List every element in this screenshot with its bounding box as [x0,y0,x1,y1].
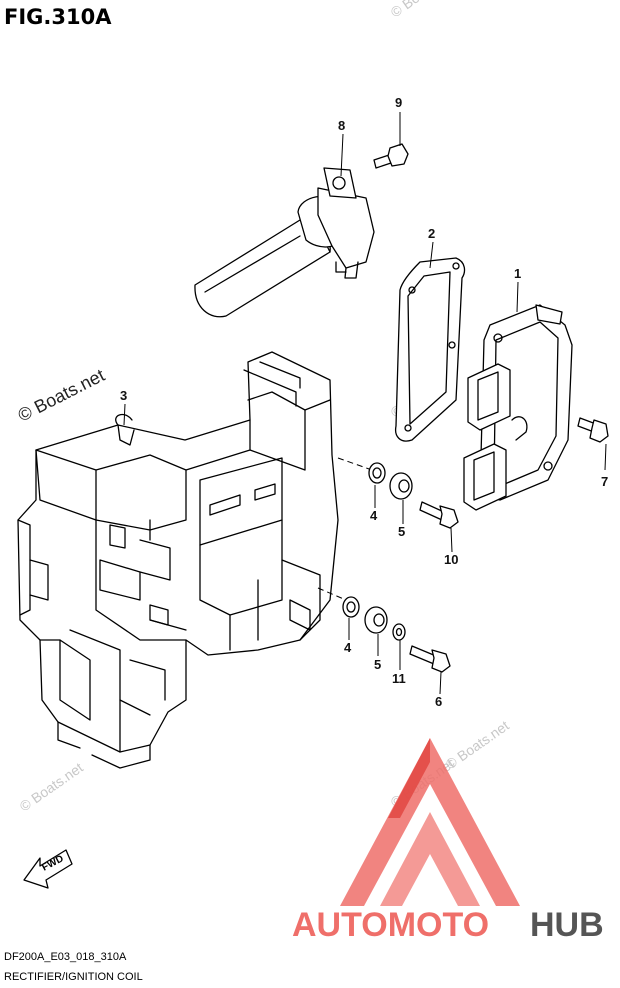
callout-6: 6 [435,694,442,709]
assembly-line-upper [337,457,373,471]
logo-text-automoto: AUTOMOTO [292,906,489,944]
callout-1: 1 [514,266,521,281]
callout-7: 7 [601,474,608,489]
fwd-arrow: FWD [23,849,73,889]
callout-4-upper: 4 [370,508,378,523]
electric-parts-holder [17,351,339,769]
automotohub-logo: AUTOMOTO HUB [292,738,604,944]
logo-text-hub: HUB [530,906,604,944]
rectifier [463,304,573,511]
callout-leaders [123,112,607,695]
grommet-set-upper [368,462,459,529]
bolt-7 [577,417,609,443]
callout-8: 8 [338,118,345,133]
callout-2: 2 [428,226,435,241]
callout-5-lower: 5 [374,657,381,672]
assembly-line-lower [317,587,347,601]
gasket [394,257,466,442]
callout-11: 11 [392,671,406,686]
callout-9: 9 [395,95,402,110]
callout-4-lower: 4 [344,640,352,655]
ignition-coil [194,167,375,318]
bolt-9 [373,143,409,169]
watermark-top: © Boats.net [388,0,457,20]
diagram-caption: RECTIFIER/IGNITION COIL [4,971,143,983]
grommet-set-lower [342,596,451,673]
watermark-bottom-right: © Boats.net [443,717,512,772]
watermark-main: © Boats.net [15,365,108,426]
callout-10: 10 [444,552,458,567]
callout-5-upper: 5 [398,524,405,539]
watermark-bottom-left: © Boats.net [17,759,86,814]
diagram-code: DF200A_E03_018_310A [4,951,127,963]
figure-title: FIG.310A [4,5,112,29]
logo-triangle-icon [340,738,520,906]
fwd-arrow-icon [23,849,73,889]
callout-3: 3 [120,388,127,403]
